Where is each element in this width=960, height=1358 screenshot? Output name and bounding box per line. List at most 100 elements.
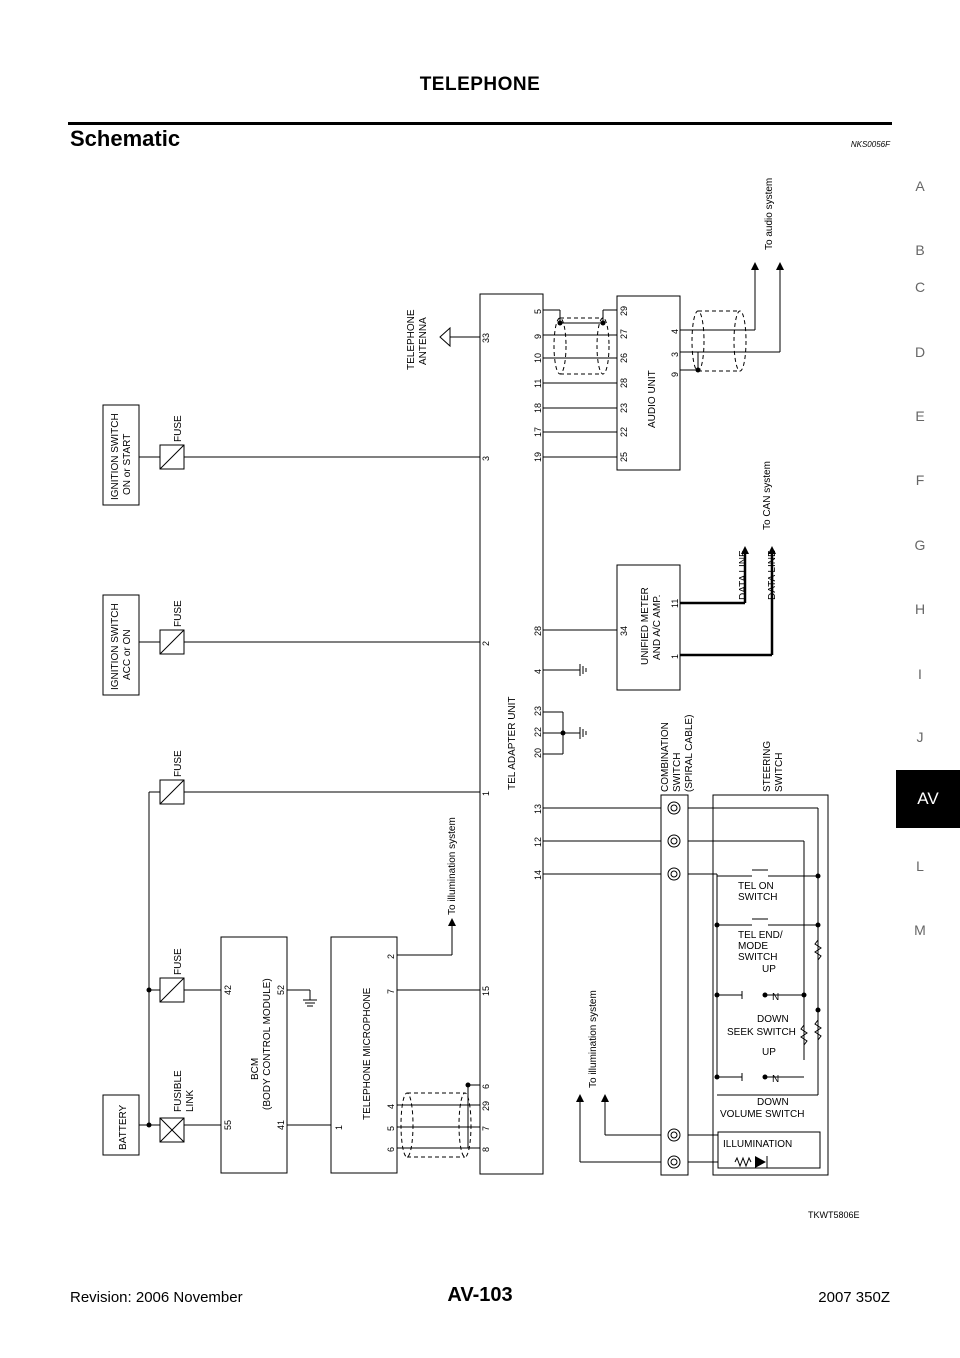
pin-meter-1: 1 — [670, 654, 680, 659]
pin-tel-4: 4 — [533, 669, 543, 674]
pin-tel-20: 20 — [533, 748, 543, 758]
pin-tel-1: 1 — [481, 791, 491, 796]
tel-adapter-box — [479, 293, 544, 1175]
ign-on-label-2: ON or START — [122, 434, 133, 495]
pin-tel-9: 9 — [533, 334, 543, 339]
side-tab-d[interactable]: D — [914, 344, 926, 360]
side-tab-e[interactable]: E — [915, 408, 925, 424]
fuse-label-acc: FUSE — [173, 600, 184, 627]
side-tab-b[interactable]: B — [915, 242, 925, 258]
pin-audio-23: 23 — [619, 403, 629, 413]
tel-end-label-2: MODE — [738, 941, 768, 952]
tel-end-label-3: SWITCH — [738, 952, 777, 963]
pin-audio-22: 22 — [619, 427, 629, 437]
data-line-label-1: DATA LINE — [738, 550, 749, 600]
pin-tel-12: 12 — [533, 837, 543, 847]
seek-up-label: UP — [762, 964, 776, 975]
tel-on-label-1: TEL ON — [738, 881, 774, 892]
pin-tel-6: 6 — [481, 1084, 491, 1089]
vol-up-label: UP — [762, 1047, 776, 1058]
pin-tel-28: 28 — [533, 626, 543, 636]
vol-n-label: N — [772, 1074, 779, 1085]
pin-mic-6: 6 — [386, 1147, 396, 1152]
side-tab-a[interactable]: A — [915, 178, 925, 194]
mic-label: TELEPHONE MICROPHONE — [362, 987, 373, 1120]
side-tab-c[interactable]: C — [914, 279, 926, 295]
pin-mic-1: 1 — [334, 1125, 344, 1130]
pin-tel-8: 8 — [481, 1147, 491, 1152]
side-tab-j[interactable]: J — [916, 729, 924, 745]
side-tab-i[interactable]: I — [918, 666, 922, 682]
meter-box — [616, 564, 681, 691]
steering-switch-label-1: STEERING — [762, 741, 773, 792]
tel-end-label-1: TEL END/ — [738, 930, 783, 941]
pin-tel-7: 7 — [481, 1126, 491, 1131]
bcm-box — [220, 936, 288, 1174]
ign-acc-box — [102, 594, 140, 696]
footer-model: 2007 350Z — [818, 1289, 890, 1306]
pin-tel-23: 23 — [533, 706, 543, 716]
side-tab-m[interactable]: M — [914, 922, 926, 938]
antenna-label-1: TELEPHONE — [406, 309, 417, 370]
pin-audio-4: 4 — [670, 329, 680, 334]
pin-tel-11: 11 — [533, 379, 543, 388]
steering-switch-box — [712, 794, 829, 1176]
pin-tel-15: 15 — [481, 986, 491, 996]
pin-audio-27: 27 — [619, 329, 629, 339]
pin-tel-13: 13 — [533, 804, 543, 814]
pin-tel-19: 19 — [533, 452, 543, 462]
pin-meter-34: 34 — [619, 626, 629, 636]
fuse-label-ign: FUSE — [173, 415, 184, 442]
fuse-label-bcm: FUSE — [173, 948, 184, 975]
seek-switch-label: SEEK SWITCH — [727, 1027, 796, 1038]
pin-audio-9: 9 — [670, 372, 680, 377]
side-tab-f[interactable]: F — [915, 472, 925, 488]
pin-audio-29: 29 — [619, 306, 629, 316]
fusible-link-label-1: FUSIBLE — [173, 1070, 184, 1112]
pin-tel-29: 29 — [481, 1101, 491, 1111]
bcm-label-2: (BODY CONTROL MODULE) — [262, 978, 273, 1110]
pin-tel-22: 22 — [533, 727, 543, 737]
bcm-label-1: BCM — [250, 1058, 261, 1080]
pin-meter-11: 11 — [670, 599, 680, 608]
seek-down-label: DOWN — [757, 1014, 789, 1025]
diagram-code: TKWT5806E — [808, 1210, 860, 1220]
ign-acc-label-2: ACC or ON — [122, 629, 133, 680]
section-title: Schematic — [70, 126, 181, 151]
pin-bcm-55: 55 — [223, 1120, 233, 1130]
pin-mic-7: 7 — [386, 989, 396, 994]
side-tab-g[interactable]: G — [914, 537, 926, 553]
pin-bcm-42: 42 — [223, 985, 233, 995]
pin-tel-18: 18 — [533, 403, 543, 413]
tel-adapter-label: TEL ADAPTER UNIT — [507, 696, 518, 790]
pin-mic-2: 2 — [386, 954, 396, 959]
combination-switch-label-1: COMBINATION — [660, 722, 671, 792]
mic-box — [330, 936, 398, 1174]
antenna-label-2: ANTENNA — [418, 317, 429, 365]
to-illum-label-1: To illumination system — [447, 817, 458, 915]
pin-tel-5: 5 — [533, 309, 543, 314]
side-tab-av-active[interactable]: AV — [896, 770, 960, 828]
illumination-label: ILLUMINATION — [723, 1139, 792, 1150]
ign-on-label-1: IGNITION SWITCH — [110, 413, 121, 500]
pin-tel-17: 17 — [533, 427, 543, 437]
title-divider — [68, 122, 892, 125]
pin-tel-14: 14 — [533, 870, 543, 880]
fusible-link-label-2: LINK — [185, 1089, 196, 1112]
section-code: NKS0056F — [850, 140, 890, 149]
pin-tel-3: 3 — [481, 456, 491, 461]
combination-switch-label-2: SWITCH — [672, 753, 683, 792]
side-tab-l[interactable]: L — [916, 858, 924, 874]
pin-tel-10: 10 — [533, 353, 543, 363]
side-tab-h[interactable]: H — [914, 601, 926, 617]
pin-bcm-41: 41 — [276, 1120, 286, 1130]
to-audio-label: To audio system — [764, 178, 775, 250]
pin-mic-5: 5 — [386, 1126, 396, 1131]
pin-audio-25: 25 — [619, 452, 629, 462]
data-line-label-2: DATA LINE — [767, 550, 778, 600]
seek-n-label: N — [772, 992, 779, 1003]
audio-unit-label: AUDIO UNIT — [647, 370, 658, 428]
pin-audio-26: 26 — [619, 353, 629, 363]
meter-label-1: UNIFIED METER — [640, 587, 651, 665]
